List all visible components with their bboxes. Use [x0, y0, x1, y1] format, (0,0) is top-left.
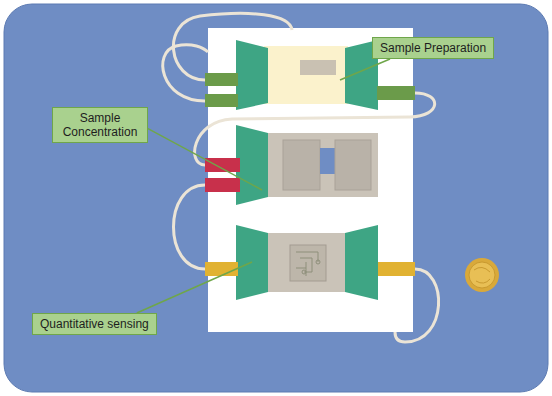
callout-label: Sample Preparation: [380, 41, 486, 55]
leader-line: [340, 59, 390, 80]
sensing-chip: [205, 225, 415, 300]
background-panel: [4, 4, 548, 392]
leader-line: [148, 129, 262, 190]
callout-box: Sample Preparation: [372, 37, 494, 59]
callout-box: Quantitative sensing: [32, 313, 157, 335]
leader-line: [137, 262, 252, 313]
callout-box: Sample Concentration: [52, 107, 148, 143]
callout-label: Quantitative sensing: [40, 317, 149, 331]
coin: [465, 258, 499, 292]
concentration-chip: [205, 125, 378, 205]
callout-label: Sample Concentration: [60, 111, 140, 139]
tubing: [163, 13, 439, 342]
